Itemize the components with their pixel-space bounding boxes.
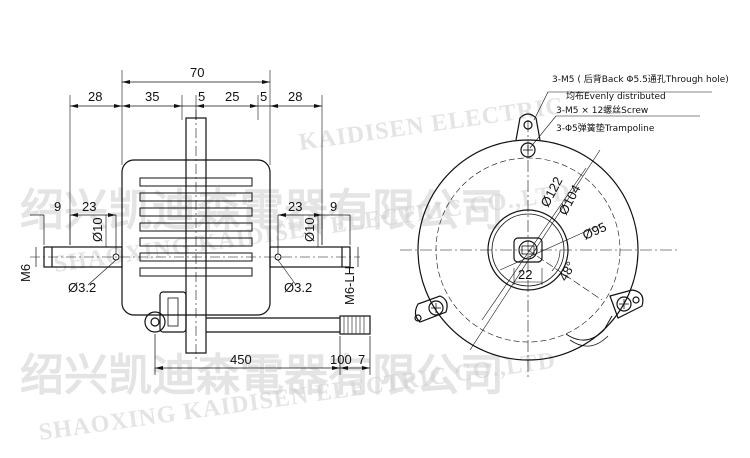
dim-dia3-2-left: Ø3.2 xyxy=(68,280,96,295)
dimension-row-2 xyxy=(70,104,322,108)
lead-wire xyxy=(206,315,371,335)
watermark-en-1: KAIDISEN ELECTRIC xyxy=(297,93,565,156)
dim-35: 35 xyxy=(145,89,159,104)
dim-25: 25 xyxy=(225,89,239,104)
note-line-1: 3-M5 ( 后背Back Φ5.5通孔Through hole) xyxy=(552,73,729,85)
dim-dia10-left: Ø10 xyxy=(90,217,105,242)
thread-marks xyxy=(35,247,359,267)
outer-casing xyxy=(417,139,639,361)
right-hole-leader xyxy=(277,259,297,286)
dim-22: 22 xyxy=(518,267,532,282)
dim-48deg: 48° xyxy=(556,259,579,284)
side-view xyxy=(30,70,371,375)
shaft-flat xyxy=(521,245,535,255)
dim-23-right: 23 xyxy=(288,199,302,214)
dim-28-left: 28 xyxy=(88,89,102,104)
dia104-leader xyxy=(481,167,587,321)
note-leader-1 xyxy=(533,91,549,121)
dim-100: 100 xyxy=(330,352,352,367)
dim-70: 70 xyxy=(190,65,204,80)
watermark: 绍兴凯迪森電器有限公司 KAIDISEN ELECTRIC 绍兴凯迪森電器有限公… xyxy=(20,93,573,446)
left-hole-leader xyxy=(87,259,117,286)
note-line-3: 3-M5 × 12螺丝Screw xyxy=(556,104,648,116)
dia95-leader xyxy=(499,224,601,271)
lead-clamp xyxy=(144,291,187,333)
hub xyxy=(513,237,543,263)
watermark-cn-2: 绍兴凯迪森電器有限公司 xyxy=(20,350,504,401)
side-view-labels: 70 28 35 5 25 5 28 9 23 23 9 Ø10 Ø10 Ø3.… xyxy=(18,65,365,367)
dim-dia95: Ø95 xyxy=(580,219,609,243)
mount-ear-right xyxy=(565,289,644,347)
angle-arc xyxy=(551,249,561,272)
dim-9-right: 9 xyxy=(330,199,337,214)
dim-5-b: 5 xyxy=(260,89,267,104)
inner-boss xyxy=(487,209,569,291)
dim-9-left: 9 xyxy=(54,199,61,214)
bolt-circle xyxy=(435,157,621,343)
dim-28-right: 28 xyxy=(288,89,302,104)
dim-dia3-2-right: Ø3.2 xyxy=(284,280,312,295)
dim-m6: M6 xyxy=(18,264,33,282)
dim-450: 450 xyxy=(230,352,252,367)
note-line-2: 均布Evenly distributed xyxy=(566,90,666,102)
spec-notes: 3-M5 ( 后背Back Φ5.5通孔Through hole) 均布Even… xyxy=(552,73,729,134)
front-view xyxy=(400,91,712,380)
dia122-leader xyxy=(469,149,601,351)
dim-dia10-right: Ø10 xyxy=(302,217,317,242)
mount-ear-left xyxy=(414,295,448,323)
dim-7: 7 xyxy=(358,352,365,367)
dim-m6-lh: M6-LH xyxy=(342,266,357,305)
dimension-70 xyxy=(122,80,270,84)
left-shaft-dims xyxy=(30,213,117,254)
dim-23-left: 23 xyxy=(82,199,96,214)
dim-5-a: 5 xyxy=(198,89,205,104)
note-line-4: 3-Φ5弹簧垫Trampoline xyxy=(556,122,655,134)
mount-ear-top xyxy=(515,113,541,158)
watermark-cn-1: 绍兴凯迪森電器有限公司 xyxy=(20,185,504,236)
shaft-end xyxy=(518,240,538,260)
note-leader-2 xyxy=(529,115,557,149)
lead-dims xyxy=(154,334,371,375)
inner-boss-ring xyxy=(491,213,565,287)
